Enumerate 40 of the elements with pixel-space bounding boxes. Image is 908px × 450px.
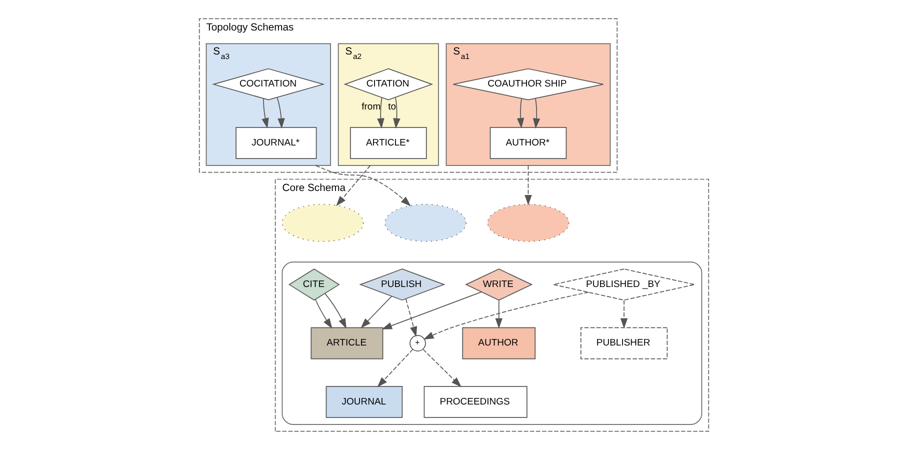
arrow bbox=[315, 299, 332, 329]
edge-label: from bbox=[362, 102, 381, 113]
node-box: PUBLISHER bbox=[580, 327, 668, 360]
node-diamond: PUBLISHED _BY bbox=[553, 268, 696, 301]
arrow bbox=[405, 298, 418, 337]
node-box: AUTHOR* bbox=[490, 127, 567, 159]
arrow bbox=[276, 97, 285, 129]
node-diamond: COCITATION bbox=[212, 68, 325, 100]
arrow bbox=[382, 292, 482, 330]
node-diamond: PUBLISH bbox=[359, 268, 446, 301]
node-ellipse bbox=[384, 204, 467, 242]
arrow bbox=[324, 293, 346, 329]
edge-label: to bbox=[388, 102, 396, 113]
arrow bbox=[422, 348, 462, 388]
arrow bbox=[336, 165, 371, 206]
arrow bbox=[620, 300, 628, 329]
node-box: AUTHOR bbox=[462, 327, 536, 360]
arrow bbox=[262, 98, 269, 128]
node-diamond: COAUTHOR SHIP bbox=[452, 68, 604, 100]
arrow bbox=[532, 98, 540, 129]
arrow bbox=[516, 98, 524, 128]
node-box: JOURNAL* bbox=[236, 127, 317, 159]
arrow bbox=[377, 348, 414, 388]
node-ellipse bbox=[487, 204, 570, 242]
node-diamond: CITE bbox=[288, 268, 340, 301]
arrow bbox=[423, 292, 589, 340]
node-box: ARTICLE bbox=[310, 327, 384, 360]
arrow bbox=[495, 300, 503, 329]
node-ellipse bbox=[282, 204, 364, 242]
cluster bbox=[282, 262, 702, 425]
node-diamond: CITATION bbox=[344, 68, 434, 100]
arrow bbox=[524, 165, 532, 206]
arrow bbox=[360, 296, 392, 328]
arrow bbox=[377, 97, 384, 129]
node-box: JOURNAL bbox=[326, 386, 403, 418]
node-box: PROCEEDINGS bbox=[424, 386, 528, 418]
node-box: ARTICLE* bbox=[350, 127, 427, 159]
arrow bbox=[393, 97, 400, 129]
node-diamond: WRITE bbox=[465, 268, 533, 301]
node-circle: + bbox=[410, 335, 426, 352]
